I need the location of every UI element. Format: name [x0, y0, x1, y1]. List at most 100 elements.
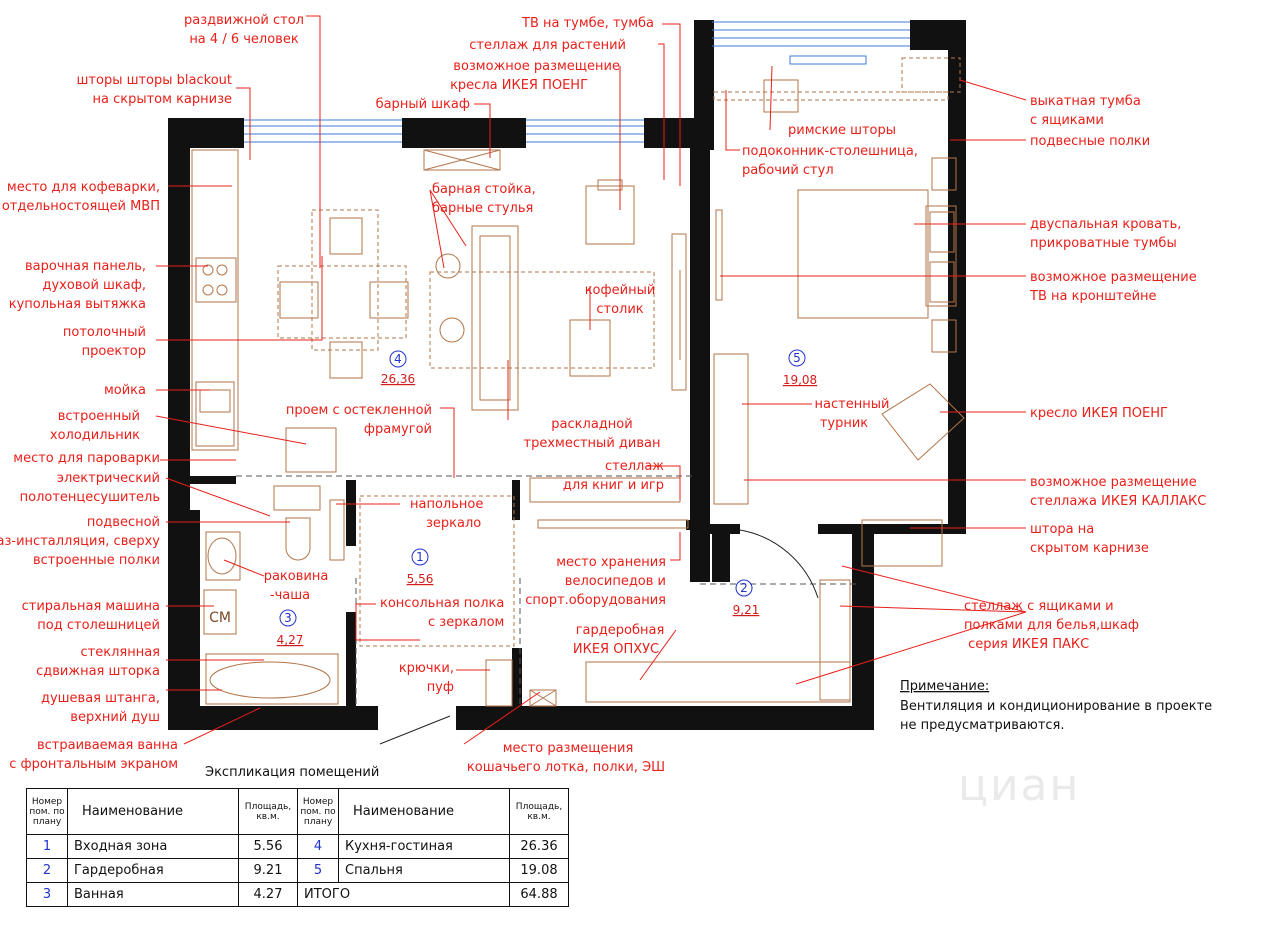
table-row: 2 Гардеробная 9.21 5 Спальня 19.08: [26, 858, 569, 883]
col-name-2: Наименование: [338, 788, 510, 835]
room-name-cell: Гардеробная: [67, 858, 239, 883]
label-hob-3: купольная вытяжка: [9, 297, 146, 312]
table-row: 3 Ванная 4.27 ИТОГО 64.88: [26, 882, 569, 907]
label-washer-1: стиральная машина: [22, 599, 160, 614]
total-label-cell: ИТОГО: [297, 882, 510, 907]
label-glass-screen-1: стеклянная: [81, 645, 161, 660]
rooms-table: Номер пом. по плану Наименование Площадь…: [26, 788, 569, 907]
label-bath-2: с фронтальным экраном: [9, 757, 178, 772]
total-area-cell: 64.88: [509, 882, 569, 907]
note: Примечание: Вентиляция и кондиционирован…: [900, 679, 1212, 733]
label-glass-screen-2: сдвижная шторка: [36, 664, 160, 679]
svg-text:5: 5: [793, 351, 801, 365]
label-cat-1: место размещения: [503, 741, 634, 756]
label-bar-counter-2: барные стулья: [432, 201, 533, 216]
label-coffee-machine-1: место для кофеварки,: [7, 180, 160, 195]
label-coffee-machine-2: отдельностоящей МВП: [2, 199, 160, 214]
label-pax-2: полками для белья,шкаф: [964, 618, 1139, 633]
label-washer-2: под столешницей: [37, 618, 160, 633]
label-kallax-1: возможное размещение: [1030, 475, 1197, 490]
label-tv-bracket-1: возможное размещение: [1030, 270, 1197, 285]
washer-tag: СМ: [209, 610, 231, 626]
col-no-2: Номер пом. по плану: [297, 788, 339, 835]
windows: [244, 21, 910, 143]
label-plant-rack: стеллаж для растений: [469, 38, 626, 53]
room-tag-2: 2 9,21: [733, 579, 759, 617]
label-bar-counter-1: барная стойка,: [432, 182, 536, 197]
label-steamer: место для парoварки: [13, 451, 160, 466]
label-bikes-3: спорт.оборудования: [525, 593, 666, 608]
label-fridge-2: холодильник: [50, 428, 140, 443]
col-name-1: Наименование: [67, 788, 239, 835]
label-sofa-1: раскладной: [551, 417, 632, 432]
label-cat-2: кошачьего лотка, полки, ЭШ: [467, 760, 665, 775]
room-tag-5: 5 19,08: [783, 349, 817, 387]
label-blackout-1: шторы шторы blackout: [77, 73, 232, 88]
kitchen-living-furniture: [191, 149, 687, 473]
label-opening-2: фрамугой: [364, 422, 432, 437]
label-poang-chair-2: кресла ИКЕЯ ПОЕНГ: [450, 78, 588, 93]
label-tv-bracket-2: ТВ на кронштейне: [1029, 289, 1157, 304]
room-name-cell: Спальня: [338, 858, 510, 883]
label-bar-cabinet: барный шкаф: [376, 97, 470, 112]
label-toilet-3: встроенные полки: [33, 553, 160, 568]
label-console-1: консольная полка: [380, 596, 504, 611]
label-pax-1: стеллаж с ящиками и: [964, 599, 1114, 614]
room-name-cell: Входная зона: [67, 834, 239, 859]
room-area-cell: 19.08: [509, 858, 569, 883]
label-hob-1: варочная панель,: [25, 259, 146, 274]
svg-text:3: 3: [284, 611, 292, 625]
room-area-cell: 9.21: [238, 858, 298, 883]
svg-text:19,08: 19,08: [783, 373, 817, 387]
table-row: 1 Входная зона 5.56 4 Кухня-гостиная 26.…: [26, 834, 569, 859]
label-hanging-shelves: подвесные полки: [1030, 134, 1150, 149]
label-opening-1: проем с остекленной: [286, 403, 432, 418]
label-sill-desk-1: подоконник-столешница,: [742, 144, 918, 159]
label-kallax-2: стеллажа ИКЕЯ КАЛЛАКС: [1030, 494, 1206, 509]
annotation-labels: раздвижной стол на 4 / 6 человек шторы ш…: [0, 13, 1206, 775]
leader-lines: [155, 15, 1027, 745]
label-sill-desk-2: рабочий стул: [742, 163, 834, 178]
room-no-cell: 4: [297, 834, 339, 859]
label-sink: мойка: [104, 383, 146, 398]
room-no-cell: 3: [26, 882, 68, 907]
label-poang-chair-1: возможное размещение: [453, 59, 620, 74]
walls: [168, 20, 966, 730]
label-curtain-2: скрытом карнизе: [1030, 541, 1149, 556]
room-area-cell: 4.27: [238, 882, 298, 907]
label-towel-rail-1: электрический: [57, 471, 160, 486]
room-tag-1: 1 5,56: [407, 548, 433, 586]
label-sliding-table-2: на 4 / 6 человек: [189, 32, 299, 47]
label-sofa-2: трехместный диван: [524, 436, 661, 451]
room-no-cell: 2: [26, 858, 68, 883]
room-name-cell: Кухня-гостиная: [338, 834, 510, 859]
label-toilet-1: подвесной: [87, 515, 160, 530]
label-bikes-1: место хранения: [556, 555, 666, 570]
room-area-cell: 26.36: [509, 834, 569, 859]
label-books-rack-2: для книг и игр: [563, 478, 664, 493]
label-poang: кресло ИКЕЯ ПОЕНГ: [1030, 406, 1168, 421]
label-hooks-2: пуф: [427, 680, 454, 695]
label-wardrobe-1: гардеробная: [576, 623, 665, 638]
label-hob-2: духовой шкаф,: [43, 278, 147, 293]
label-fridge-1: встроенный: [58, 409, 140, 424]
label-shower-2: верхний душ: [70, 710, 160, 725]
label-bath-1: встраиваемая ванна: [37, 738, 178, 753]
label-floor-mirror-1: напольное: [410, 497, 483, 512]
dashed-boundaries: [236, 475, 856, 745]
label-towel-rail-2: полотенцесушитель: [20, 490, 160, 505]
label-blackout-2: на скрытом карнизе: [92, 92, 232, 107]
svg-text:4: 4: [394, 352, 402, 366]
label-hooks-1: крючки,: [399, 661, 454, 676]
room-tag-3: 3 4,27: [277, 609, 303, 647]
label-double-bed-1: двуспальная кровать,: [1030, 217, 1181, 232]
room-name-cell: Ванная: [67, 882, 239, 907]
svg-text:26,36: 26,36: [381, 372, 415, 386]
label-coffee-table-1: кофейный: [585, 283, 656, 298]
label-tv-stand: ТВ на тумбе, тумба: [521, 16, 654, 31]
label-floor-mirror-2: зеркало: [426, 516, 481, 531]
label-basin-2: -чаша: [270, 588, 310, 603]
label-toilet-2: унитаз-инсталляция, сверху: [0, 534, 160, 549]
label-console-2: с зеркалом: [428, 615, 504, 630]
label-sliding-table-1: раздвижной стол: [184, 13, 304, 28]
